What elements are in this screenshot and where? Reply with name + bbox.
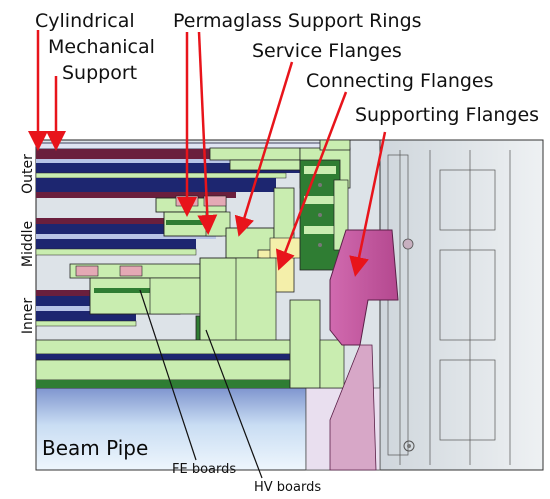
arrow-permaglass-2 (197, 31, 218, 235)
bolt-icon (403, 440, 415, 452)
label-outer: Outer (20, 154, 36, 194)
label-supporting-flanges: Supporting Flanges (355, 104, 540, 126)
arrow-connecting (275, 91, 348, 271)
middle-layer-band (36, 218, 216, 224)
label-service-flanges: Service Flanges (252, 40, 402, 62)
label-inner: Inner (20, 297, 36, 335)
label-fe-boards: FE boards (172, 462, 237, 477)
arrow-supporting (349, 131, 387, 277)
end-casing-detail (387, 150, 511, 465)
label-mechanical: Mechanical (48, 36, 155, 58)
label-connecting-flanges: Connecting Flanges (306, 70, 494, 92)
label-permaglass: Permaglass Support Rings (173, 10, 422, 32)
end-casing (379, 139, 544, 471)
arrow-service (234, 61, 294, 237)
label-middle: Middle (20, 220, 36, 268)
label-cylindrical: Cylindrical (35, 10, 135, 32)
pointer-hv (205, 329, 263, 479)
label-support: Support (62, 62, 138, 84)
pointer-fe (139, 289, 197, 461)
label-hv-boards: HV boards (254, 480, 322, 495)
label-beam-pipe: Beam Pipe (42, 436, 149, 460)
